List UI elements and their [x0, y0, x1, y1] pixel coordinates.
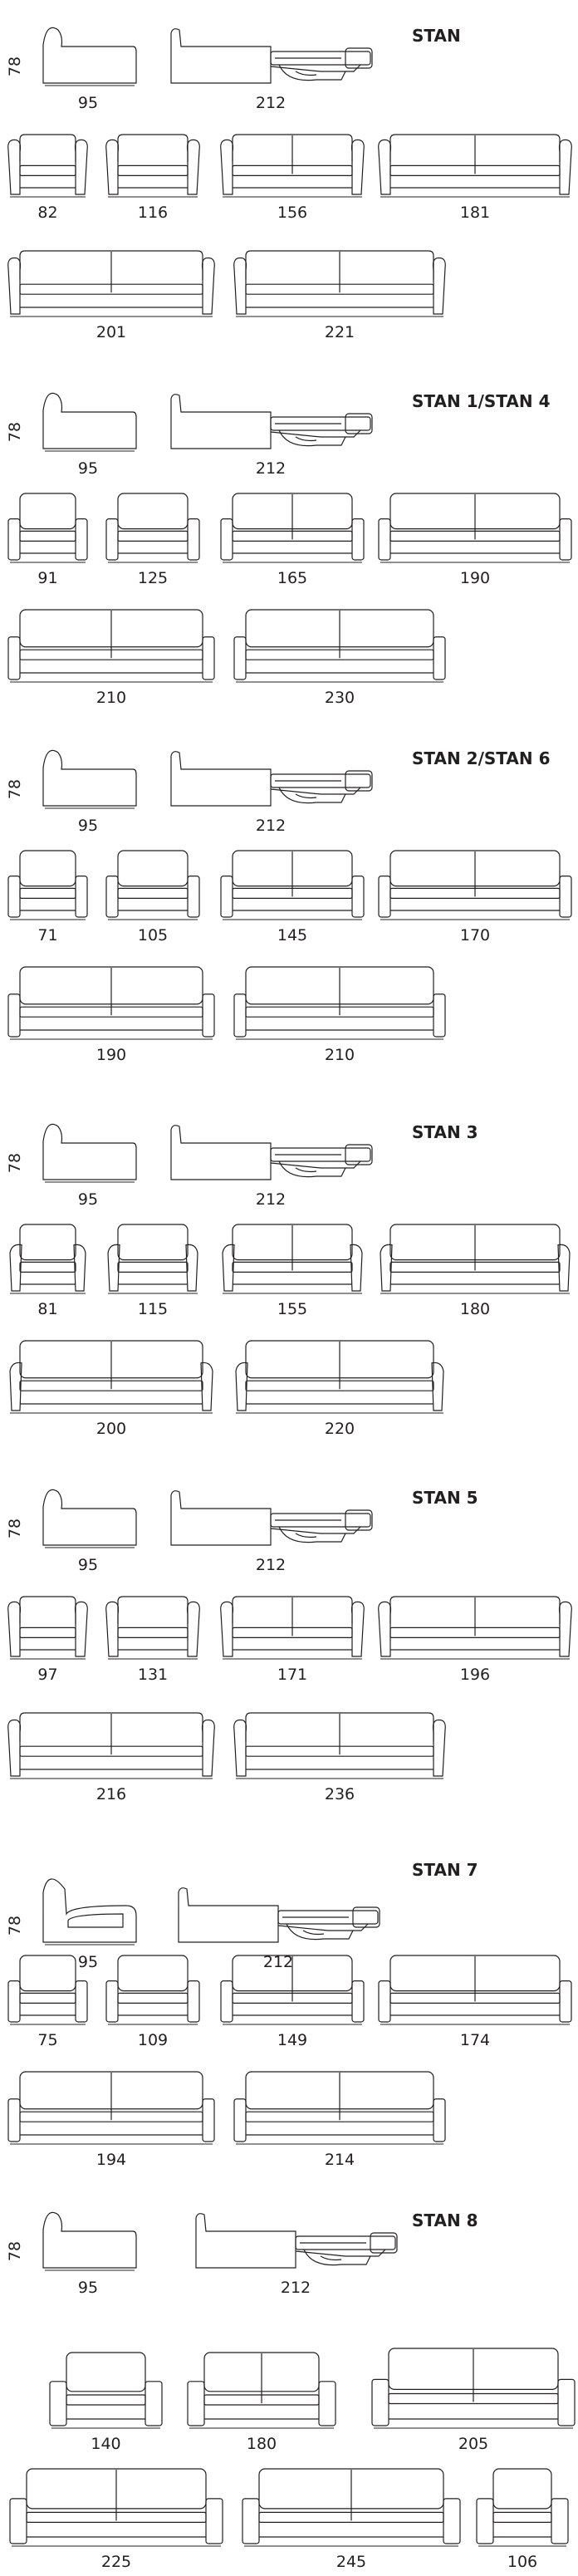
- sofa-width-label: 105: [138, 926, 168, 945]
- section-3: STAN 2/STAN 6 78 95 212 71 105 145 170 190 210: [6, 748, 572, 1064]
- sofa-width-label: 109: [138, 2031, 168, 2049]
- section-title: STAN 8: [412, 2210, 478, 2230]
- sofa-width-label: 106: [507, 2553, 537, 2571]
- sofa-width-label: 97: [37, 1666, 57, 1684]
- sofa-width-label: 145: [277, 926, 307, 945]
- sofa-width-label: 165: [277, 569, 307, 587]
- section-6: STAN 7 78 95 212 75 109 149 174 194 214: [6, 1860, 572, 2169]
- sofa-width-label: 131: [138, 1666, 168, 1684]
- height-label: 78: [6, 1153, 24, 1173]
- sofa-width-label: 205: [458, 2435, 488, 2453]
- bed-length-label: 212: [256, 817, 286, 835]
- side-depth-label: 95: [78, 1953, 98, 1971]
- height-label: 78: [6, 422, 24, 442]
- bed-length-label: 212: [256, 1190, 286, 1209]
- sofa-width-label: 245: [336, 2553, 366, 2571]
- sofa-width-label: 220: [325, 1420, 355, 1438]
- side-depth-label: 95: [78, 2279, 98, 2297]
- bed-length-label: 212: [256, 94, 286, 112]
- sofa-width-label: 221: [325, 323, 355, 341]
- side-depth-label: 95: [78, 94, 98, 112]
- sofa-width-label: 216: [96, 1785, 126, 1803]
- sofa-width-label: 210: [96, 689, 126, 707]
- sofa-width-label: 140: [91, 2435, 120, 2453]
- sofa-width-label: 75: [37, 2031, 57, 2049]
- sofa-width-label: 181: [460, 204, 490, 222]
- bed-length-label: 212: [256, 1556, 286, 1574]
- section-title: STAN 5: [412, 1488, 478, 1508]
- sofa-width-label: 200: [96, 1420, 126, 1438]
- sofa-width-label: 155: [277, 1300, 307, 1318]
- height-label: 78: [6, 2241, 24, 2261]
- sofa-width-label: 225: [101, 2553, 131, 2571]
- height-label: 78: [6, 56, 24, 76]
- section-title: STAN 2/STAN 6: [412, 748, 550, 768]
- sofa-width-label: 125: [138, 569, 168, 587]
- side-depth-label: 95: [78, 1190, 98, 1209]
- bed-length-label: 212: [281, 2279, 311, 2297]
- sofa-width-label: 190: [460, 569, 490, 587]
- bed-length-label: 212: [256, 459, 286, 478]
- sofa-width-label: 156: [277, 204, 307, 222]
- section-5: STAN 5 78 95 212 97 131 171 196 216 236: [6, 1488, 572, 1803]
- sofa-width-label: 81: [37, 1300, 57, 1318]
- sofa-width-label: 116: [138, 204, 168, 222]
- side-depth-label: 95: [78, 817, 98, 835]
- section-title: STAN 3: [412, 1122, 478, 1142]
- sofa-width-label: 170: [460, 926, 490, 945]
- section-2: STAN 1/STAN 4 78 95 212 91 125 165 190 210 230: [6, 391, 572, 707]
- sofa-width-label: 91: [37, 569, 57, 587]
- section-title: STAN 1/STAN 4: [412, 391, 550, 411]
- section-title: STAN 7: [412, 1860, 478, 1880]
- sofa-width-label: 71: [37, 926, 57, 945]
- sofa-width-label: 196: [460, 1666, 490, 1684]
- sofa-width-label: 201: [96, 323, 126, 341]
- height-label: 78: [6, 1519, 24, 1538]
- bed-length-label: 212: [263, 1953, 293, 1971]
- section-4: STAN 3 78 95 212 81 115 155 180 200 220: [6, 1122, 571, 1438]
- sofa-width-label: 149: [277, 2031, 307, 2049]
- height-label: 78: [6, 1916, 24, 1936]
- section-title: STAN: [412, 26, 461, 46]
- section-1: STAN 78 95 212 82 116 156 181 201 221: [6, 26, 572, 341]
- side-depth-label: 95: [78, 1556, 98, 1574]
- sofa-width-label: 82: [37, 204, 57, 222]
- sofa-width-label: 190: [96, 1046, 126, 1064]
- sofa-width-label: 180: [247, 2435, 277, 2453]
- sofa-width-label: 230: [325, 689, 355, 707]
- height-label: 78: [6, 779, 24, 799]
- sofa-width-label: 236: [325, 1785, 355, 1803]
- sofa-width-label: 171: [277, 1666, 307, 1684]
- sofa-width-label: 194: [96, 2151, 126, 2169]
- section-7: STAN 8 78 95 212 140 180 205 225 245 106: [6, 2210, 576, 2571]
- sofa-width-label: 214: [325, 2151, 355, 2169]
- sofa-width-label: 210: [325, 1046, 355, 1064]
- sofa-width-label: 115: [138, 1300, 168, 1318]
- sofa-width-label: 174: [460, 2031, 490, 2049]
- sofa-width-label: 180: [460, 1300, 490, 1318]
- side-depth-label: 95: [78, 459, 98, 478]
